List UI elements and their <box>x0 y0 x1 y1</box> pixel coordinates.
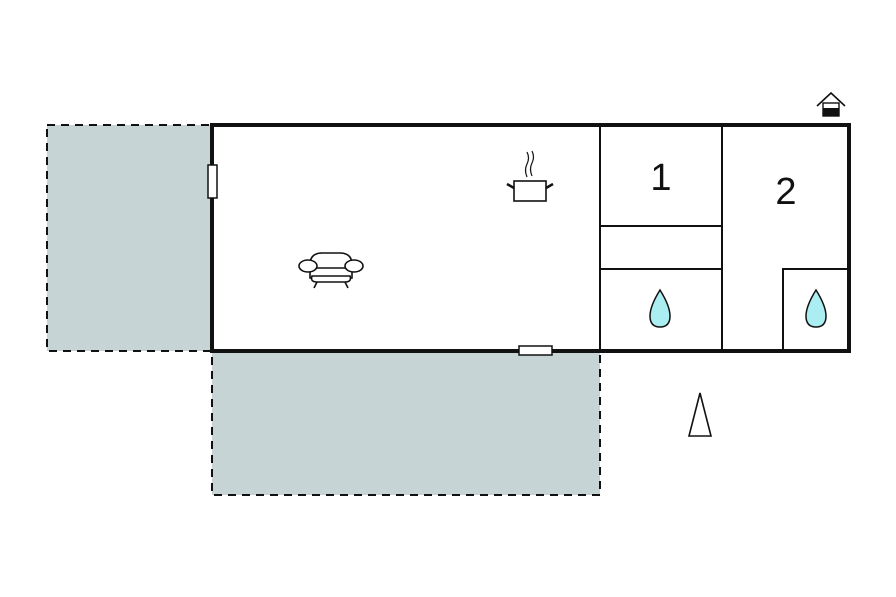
interior-walls <box>599 125 849 351</box>
water-drop-icon <box>649 288 671 328</box>
room-label-2: 2 <box>775 171 796 213</box>
water-drop-icon <box>805 288 827 328</box>
sofa-icon <box>298 252 364 289</box>
terrace-south <box>211 350 601 496</box>
window-west <box>207 164 218 199</box>
cooking-pot-icon <box>506 150 554 202</box>
north-arrow-icon <box>687 392 713 437</box>
door-south <box>518 345 553 356</box>
terrace-west <box>46 124 213 352</box>
room-label-1: 1 <box>650 157 671 199</box>
building-outline <box>210 123 851 353</box>
house-entrance-icon <box>816 91 846 117</box>
